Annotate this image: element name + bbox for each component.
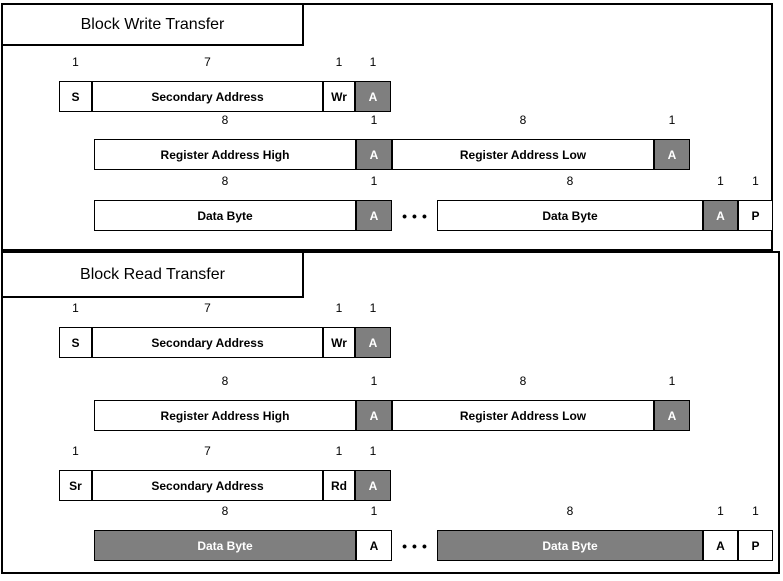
bit-count-label: 1 — [335, 55, 343, 69]
bit-count-label: 1 — [335, 444, 343, 458]
bit-count-label: 7 — [204, 301, 211, 315]
ack-bit-box: A — [355, 470, 391, 501]
bit-count-label: 8 — [566, 504, 574, 518]
bit-count-label: 1 — [335, 301, 343, 315]
bit-count-label: 1 — [370, 113, 378, 127]
start-condition-box: S — [59, 327, 92, 358]
bit-count-label: 7 — [204, 55, 211, 69]
bit-count-label: 1 — [370, 174, 378, 188]
ack-bit-box: A — [654, 400, 690, 431]
bit-count-label: 1 — [369, 55, 377, 69]
ellipsis-dots: ••• — [402, 207, 432, 224]
repeated-start-box: Sr — [59, 470, 92, 501]
bit-count-label: 1 — [369, 444, 377, 458]
data-byte-box: Data Byte — [437, 200, 703, 231]
bit-count-label: 1 — [72, 55, 79, 69]
bit-count-label: 8 — [221, 113, 229, 127]
bit-count-label: 8 — [221, 504, 229, 518]
bit-count-label: 8 — [566, 174, 574, 188]
ack-bit-box: A — [356, 200, 392, 231]
bit-count-label: 1 — [717, 174, 724, 188]
ack-bit-box: A — [356, 400, 392, 431]
bit-count-label: 7 — [204, 444, 211, 458]
ack-bit-box: A — [356, 530, 392, 561]
write-section-title-box: Block Write Transfer — [1, 3, 304, 46]
secondary-address-box: Secondary Address — [92, 327, 323, 358]
bit-count-label: 8 — [221, 174, 229, 188]
write-section-title: Block Write Transfer — [80, 15, 225, 33]
bit-count-label: 8 — [519, 113, 527, 127]
bit-count-label: 1 — [72, 301, 79, 315]
bit-count-label: 1 — [370, 374, 378, 388]
secondary-address-box: Secondary Address — [92, 81, 323, 112]
register-address-low-box: Register Address Low — [392, 139, 654, 170]
data-byte-box: Data Byte — [437, 530, 703, 561]
secondary-address-box: Secondary Address — [92, 470, 323, 501]
stop-condition-box: P — [738, 200, 773, 231]
bit-count-label: 8 — [519, 374, 527, 388]
read-section-title: Block Read Transfer — [80, 265, 225, 283]
ack-bit-box: A — [355, 81, 391, 112]
ack-bit-box: A — [703, 530, 738, 561]
read-section-title-box: Block Read Transfer — [1, 251, 304, 298]
register-address-high-box: Register Address High — [94, 400, 356, 431]
start-condition-box: S — [59, 81, 92, 112]
register-address-low-box: Register Address Low — [392, 400, 654, 431]
bit-count-label: 1 — [668, 374, 676, 388]
bit-count-label: 1 — [752, 504, 759, 518]
bit-count-label: 1 — [717, 504, 724, 518]
ellipsis-dots: ••• — [402, 537, 432, 554]
ack-bit-box: A — [356, 139, 392, 170]
bit-count-label: 8 — [221, 374, 229, 388]
write-bit-box: Wr — [323, 81, 355, 112]
bit-count-label: 1 — [668, 113, 676, 127]
data-byte-box: Data Byte — [94, 530, 356, 561]
bit-count-label: 1 — [370, 504, 378, 518]
stop-condition-box: P — [738, 530, 773, 561]
ack-bit-box: A — [654, 139, 690, 170]
read-bit-box: Rd — [323, 470, 355, 501]
ack-bit-box: A — [703, 200, 738, 231]
ack-bit-box: A — [355, 327, 391, 358]
bit-count-label: 1 — [72, 444, 79, 458]
register-address-high-box: Register Address High — [94, 139, 356, 170]
bit-count-label: 1 — [752, 174, 759, 188]
write-bit-box: Wr — [323, 327, 355, 358]
bit-count-label: 1 — [369, 301, 377, 315]
data-byte-box: Data Byte — [94, 200, 356, 231]
